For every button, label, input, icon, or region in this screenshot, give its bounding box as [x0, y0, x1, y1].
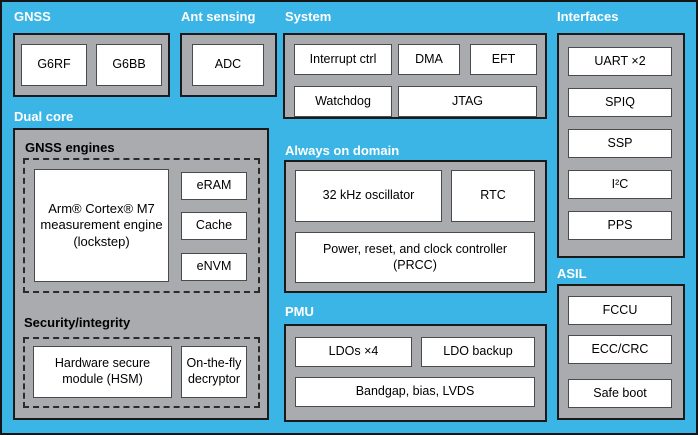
box-decryptor: On-the-fly decryptor — [181, 346, 247, 398]
box-dma: DMA — [398, 44, 460, 75]
system-block: Interrupt ctrl DMA EFT Watchdog JTAG — [283, 33, 547, 119]
box-eft: EFT — [470, 44, 537, 75]
box-ssp: SSP — [568, 129, 672, 158]
box-g6bb: G6BB — [96, 44, 162, 86]
section-label-interfaces: Interfaces — [557, 9, 619, 24]
box-pps: PPS — [568, 211, 672, 240]
asil-block: FCCU ECC/CRC Safe boot — [557, 284, 685, 420]
security-integrity-label: Security/integrity — [24, 315, 131, 330]
section-label-pmu: PMU — [285, 304, 314, 319]
box-safe-boot: Safe boot — [568, 379, 672, 408]
section-label-ant-sensing: Ant sensing — [181, 9, 256, 24]
box-ldos: LDOs ×4 — [295, 337, 412, 367]
box-hsm: Hardware secure module (HSM) — [33, 346, 172, 398]
box-cache: Cache — [181, 212, 247, 240]
pmu-block: LDOs ×4 LDO backup Bandgap, bias, LVDS — [284, 324, 547, 422]
box-envm: eNVM — [181, 253, 247, 281]
box-fccu: FCCU — [568, 296, 672, 325]
box-ecc-crc: ECC/CRC — [568, 335, 672, 364]
box-adc: ADC — [192, 44, 264, 86]
section-label-dual-core: Dual core — [14, 109, 74, 124]
section-label-always-on-domain: Always on domain — [285, 143, 400, 158]
box-32khz-oscillator: 32 kHz oscillator — [295, 170, 442, 222]
interfaces-block: UART ×2 SPIQ SSP I²C PPS — [557, 33, 685, 258]
box-ldo-backup: LDO backup — [421, 337, 535, 367]
gnss-engines-group: Arm® Cortex® M7 measurement engine (lock… — [23, 158, 260, 293]
box-bandgap-bias-lvds: Bandgap, bias, LVDS — [295, 377, 535, 407]
box-rtc: RTC — [451, 170, 535, 222]
box-watchdog: Watchdog — [294, 86, 392, 117]
security-integrity-group: Hardware secure module (HSM) On-the-fly … — [23, 337, 260, 408]
box-i2c: I²C — [568, 170, 672, 199]
ant-sensing-block: ADC — [180, 33, 277, 97]
box-g6rf: G6RF — [21, 44, 87, 86]
box-spiq: SPIQ — [568, 88, 672, 117]
section-label-system: System — [285, 9, 332, 24]
box-eram: eRAM — [181, 172, 247, 200]
dual-core-block: GNSS engines Arm® Cortex® M7 measurement… — [13, 128, 269, 420]
gnss-block: G6RF G6BB — [13, 33, 170, 97]
box-interrupt-ctrl: Interrupt ctrl — [294, 44, 392, 75]
section-label-gnss: GNSS — [14, 9, 51, 24]
box-prcc: Power, reset, and clock controller (PRCC… — [295, 232, 535, 283]
always-on-domain-block: 32 kHz oscillator RTC Power, reset, and … — [284, 160, 547, 293]
gnss-engines-label: GNSS engines — [25, 140, 115, 155]
box-cortex-m7: Arm® Cortex® M7 measurement engine (lock… — [34, 169, 169, 282]
box-uart: UART ×2 — [568, 47, 672, 76]
box-jtag: JTAG — [398, 86, 537, 117]
section-label-asil: ASIL — [557, 266, 587, 281]
